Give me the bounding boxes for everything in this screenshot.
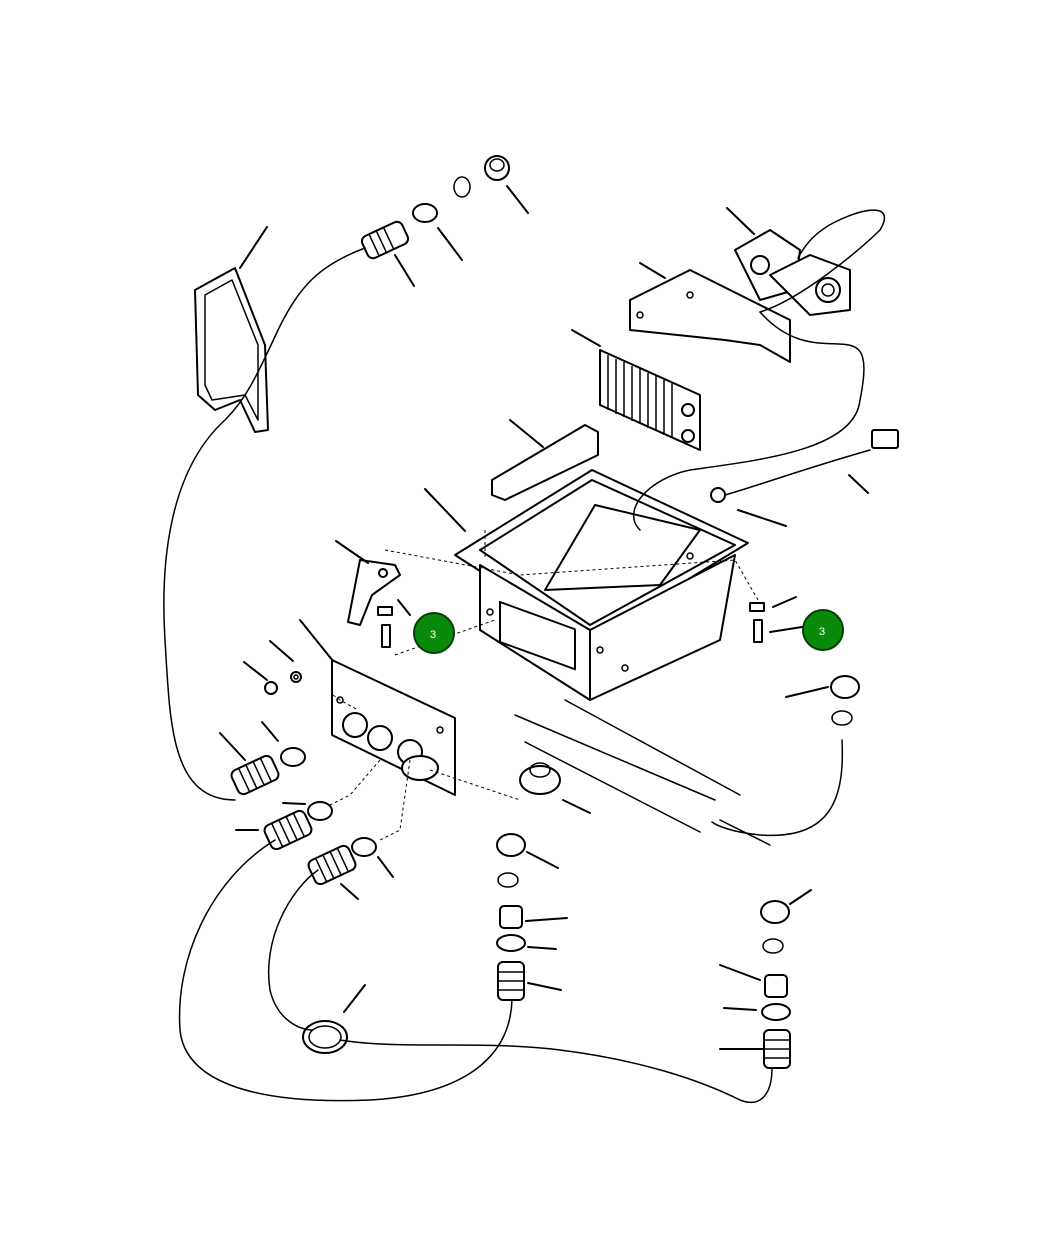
- grommets-and-orings: [453, 155, 899, 998]
- valve-plate: [331, 659, 456, 796]
- floor-reference-lines: [514, 699, 771, 846]
- bolts-and-washers: [264, 671, 302, 695]
- callout-badge-left-label: 3: [430, 629, 436, 641]
- heater-core: [599, 349, 701, 451]
- callout-badge-right[interactable]: 3: [802, 609, 844, 651]
- assembly-guide-lines: [329, 530, 759, 841]
- duct-gasket: [194, 267, 269, 433]
- hose-clamps: [280, 203, 791, 1054]
- retainer-bracket: [491, 424, 599, 501]
- blower-fan-assembly: [734, 229, 851, 316]
- callout-badge-right-label: 3: [819, 626, 825, 638]
- hose-routing: [163, 209, 886, 1104]
- callout-badge-left[interactable]: 3: [413, 612, 455, 654]
- leader-lines: [219, 185, 869, 1050]
- heater-box: [454, 469, 749, 701]
- mounting-bracket: [347, 559, 765, 648]
- fan-mount-bracket: [629, 269, 791, 363]
